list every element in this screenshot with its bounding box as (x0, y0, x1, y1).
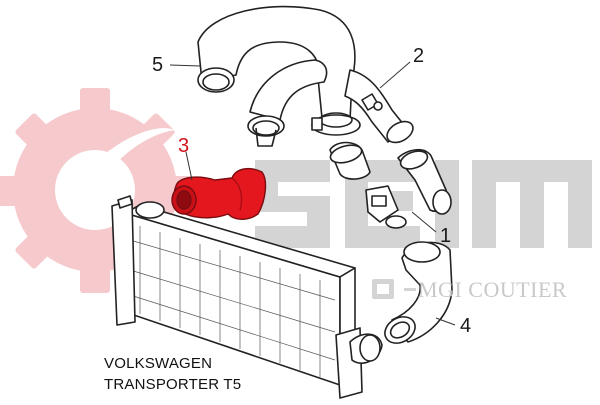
callout-3: 3 (178, 135, 190, 157)
hose-part-1 (329, 141, 452, 229)
vehicle-make: VOLKSWAGEN (104, 355, 213, 372)
brand-subtitle: MGI COUTIER (418, 277, 568, 302)
leader-lines (169, 61, 456, 326)
hose-middle (247, 59, 328, 147)
callout-4: 4 (460, 315, 472, 337)
callout-5: 5 (152, 54, 164, 76)
callout-2: 2 (413, 45, 425, 67)
hose-part-4 (384, 241, 453, 344)
vehicle-model: TRANSPORTER T5 (104, 376, 242, 393)
intercooler-radiator (111, 195, 383, 399)
hose-part-2 (344, 69, 414, 144)
callout-1: 1 (440, 225, 452, 247)
hose-part-3-highlighted (171, 167, 267, 220)
